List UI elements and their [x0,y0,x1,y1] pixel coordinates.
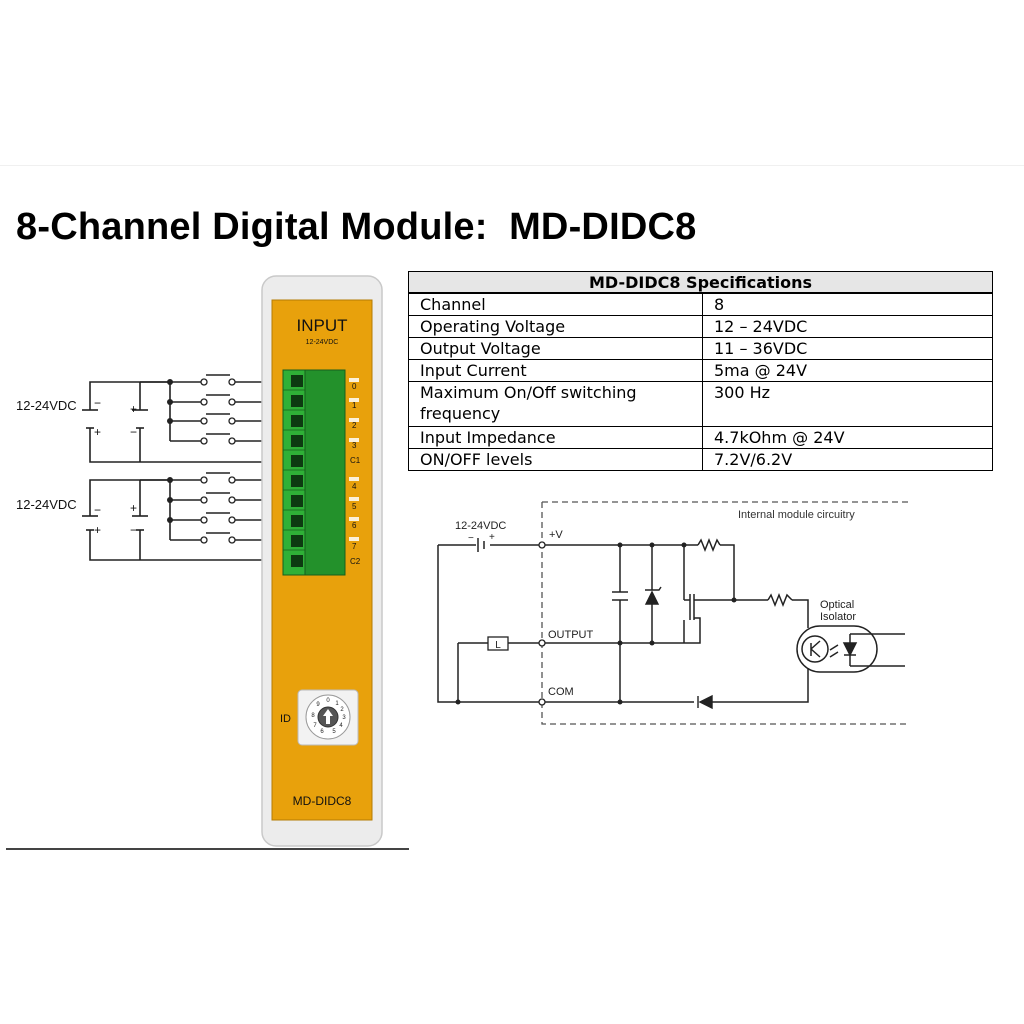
internal-boundary [541,501,908,725]
channel-label-0: 0 [352,382,357,391]
switch-contacts [200,378,236,544]
table-row: Output Voltage 11 – 36VDC [408,337,993,360]
polarity-minus-2a: − [94,503,101,517]
terminal-block [282,369,346,576]
module-subheader: 12-24VDC [306,339,339,346]
dial-arrow-icon [323,709,333,724]
supply-label-1: 12-24VDC [16,398,77,413]
channel-leds [349,378,359,541]
polarity-plus-2b: + [130,501,137,515]
input-wiring [82,374,280,561]
isolator-label-2: Isolator [820,611,856,623]
spec-param: ON/OFF levels [408,448,703,471]
id-label: ID [280,713,291,725]
spec-param: Input Current [408,359,703,382]
channel-label-c1: C1 [350,456,361,465]
polarity-plus-1a: + [94,425,101,439]
table-row: Operating Voltage 12 – 24VDC [408,315,993,338]
spec-param: Input Impedance [408,426,703,449]
dial-digit-6: 6 [320,729,324,735]
supply-label-2: 12-24VDC [16,497,77,512]
spec-value: 11 – 36VDC [702,337,993,360]
spec-table: MD-DIDC8 Specifications Channel 8 Operat… [408,271,993,471]
circuit-supply-label: 12-24VDC [455,520,506,532]
channel-label-7: 7 [352,542,357,551]
module-model: MD-DIDC8 [293,794,352,808]
polarity-minus-1a: − [94,396,101,410]
dial-digit-8: 8 [311,713,315,719]
spec-param: Maximum On/Off switching frequency [408,381,703,427]
terminal-output: OUTPUT [548,629,594,641]
channel-label-3: 3 [352,441,357,450]
dial-digit-3: 3 [342,715,346,721]
channel-label-5: 5 [352,502,357,511]
spec-value: 7.2V/6.2V [702,448,993,471]
terminal-points [538,541,546,706]
dial-digit-0: 0 [326,698,330,704]
dial-digit-5: 5 [332,729,336,735]
terminal-v: +V [549,529,563,541]
resistor-2 [767,592,793,608]
terminal-com: COM [548,686,574,698]
battery-minus: − [468,533,474,544]
channel-label-2: 2 [352,421,357,430]
top-divider [0,165,1024,166]
table-row: Input Current 5ma @ 24V [408,359,993,382]
bottom-divider [6,848,409,850]
spec-value: 4.7kOhm @ 24V [702,426,993,449]
spec-value: 12 – 24VDC [702,315,993,338]
dial-digit-7: 7 [313,723,317,729]
channel-label-c2: C2 [350,557,361,566]
channel-label-4: 4 [352,482,357,491]
dial-digit-9: 9 [316,702,320,708]
table-row: Channel 8 [408,292,993,316]
module-header: INPUT [297,316,348,335]
rotary-id-switch[interactable] [297,689,359,746]
dial-digit-2: 2 [340,707,344,713]
wiring-nodes [167,379,173,523]
table-row: Maximum On/Off switching frequency 300 H… [408,381,993,427]
spec-param: Operating Voltage [408,315,703,338]
circuit-wires [437,538,905,703]
polarity-minus-1b: − [130,425,137,439]
polarity-plus-2a: + [94,523,101,537]
spec-param: Channel [408,292,703,316]
battery-plus: + [489,532,495,543]
spec-value: 5ma @ 24V [702,359,993,382]
internal-label: Internal module circuitry [738,509,855,521]
optical-isolator [796,625,878,673]
isolator-label-1: Optical [820,599,854,611]
spec-value: 8 [702,292,993,316]
table-row: ON/OFF levels 7.2V/6.2V [408,448,993,471]
spec-value: 300 Hz [702,381,993,427]
spec-table-title: MD-DIDC8 Specifications [408,271,993,294]
load-label: L [495,640,501,651]
dial-digit-1: 1 [335,701,339,707]
resistor-1 [697,537,721,553]
load-box [487,636,509,651]
table-row: Input Impedance 4.7kOhm @ 24V [408,426,993,449]
circuit-nodes [455,542,737,705]
polarity-plus-1b: + [130,402,137,416]
channel-label-6: 6 [352,521,357,530]
spec-param: Output Voltage [408,337,703,360]
dial-digit-4: 4 [339,723,343,729]
channel-label-1: 1 [352,401,357,410]
zener-diode [644,586,662,605]
page-title: 8-Channel Digital Module: MD-DIDC8 [16,206,697,248]
com-diode [697,694,713,710]
polarity-minus-2b: − [130,523,137,537]
